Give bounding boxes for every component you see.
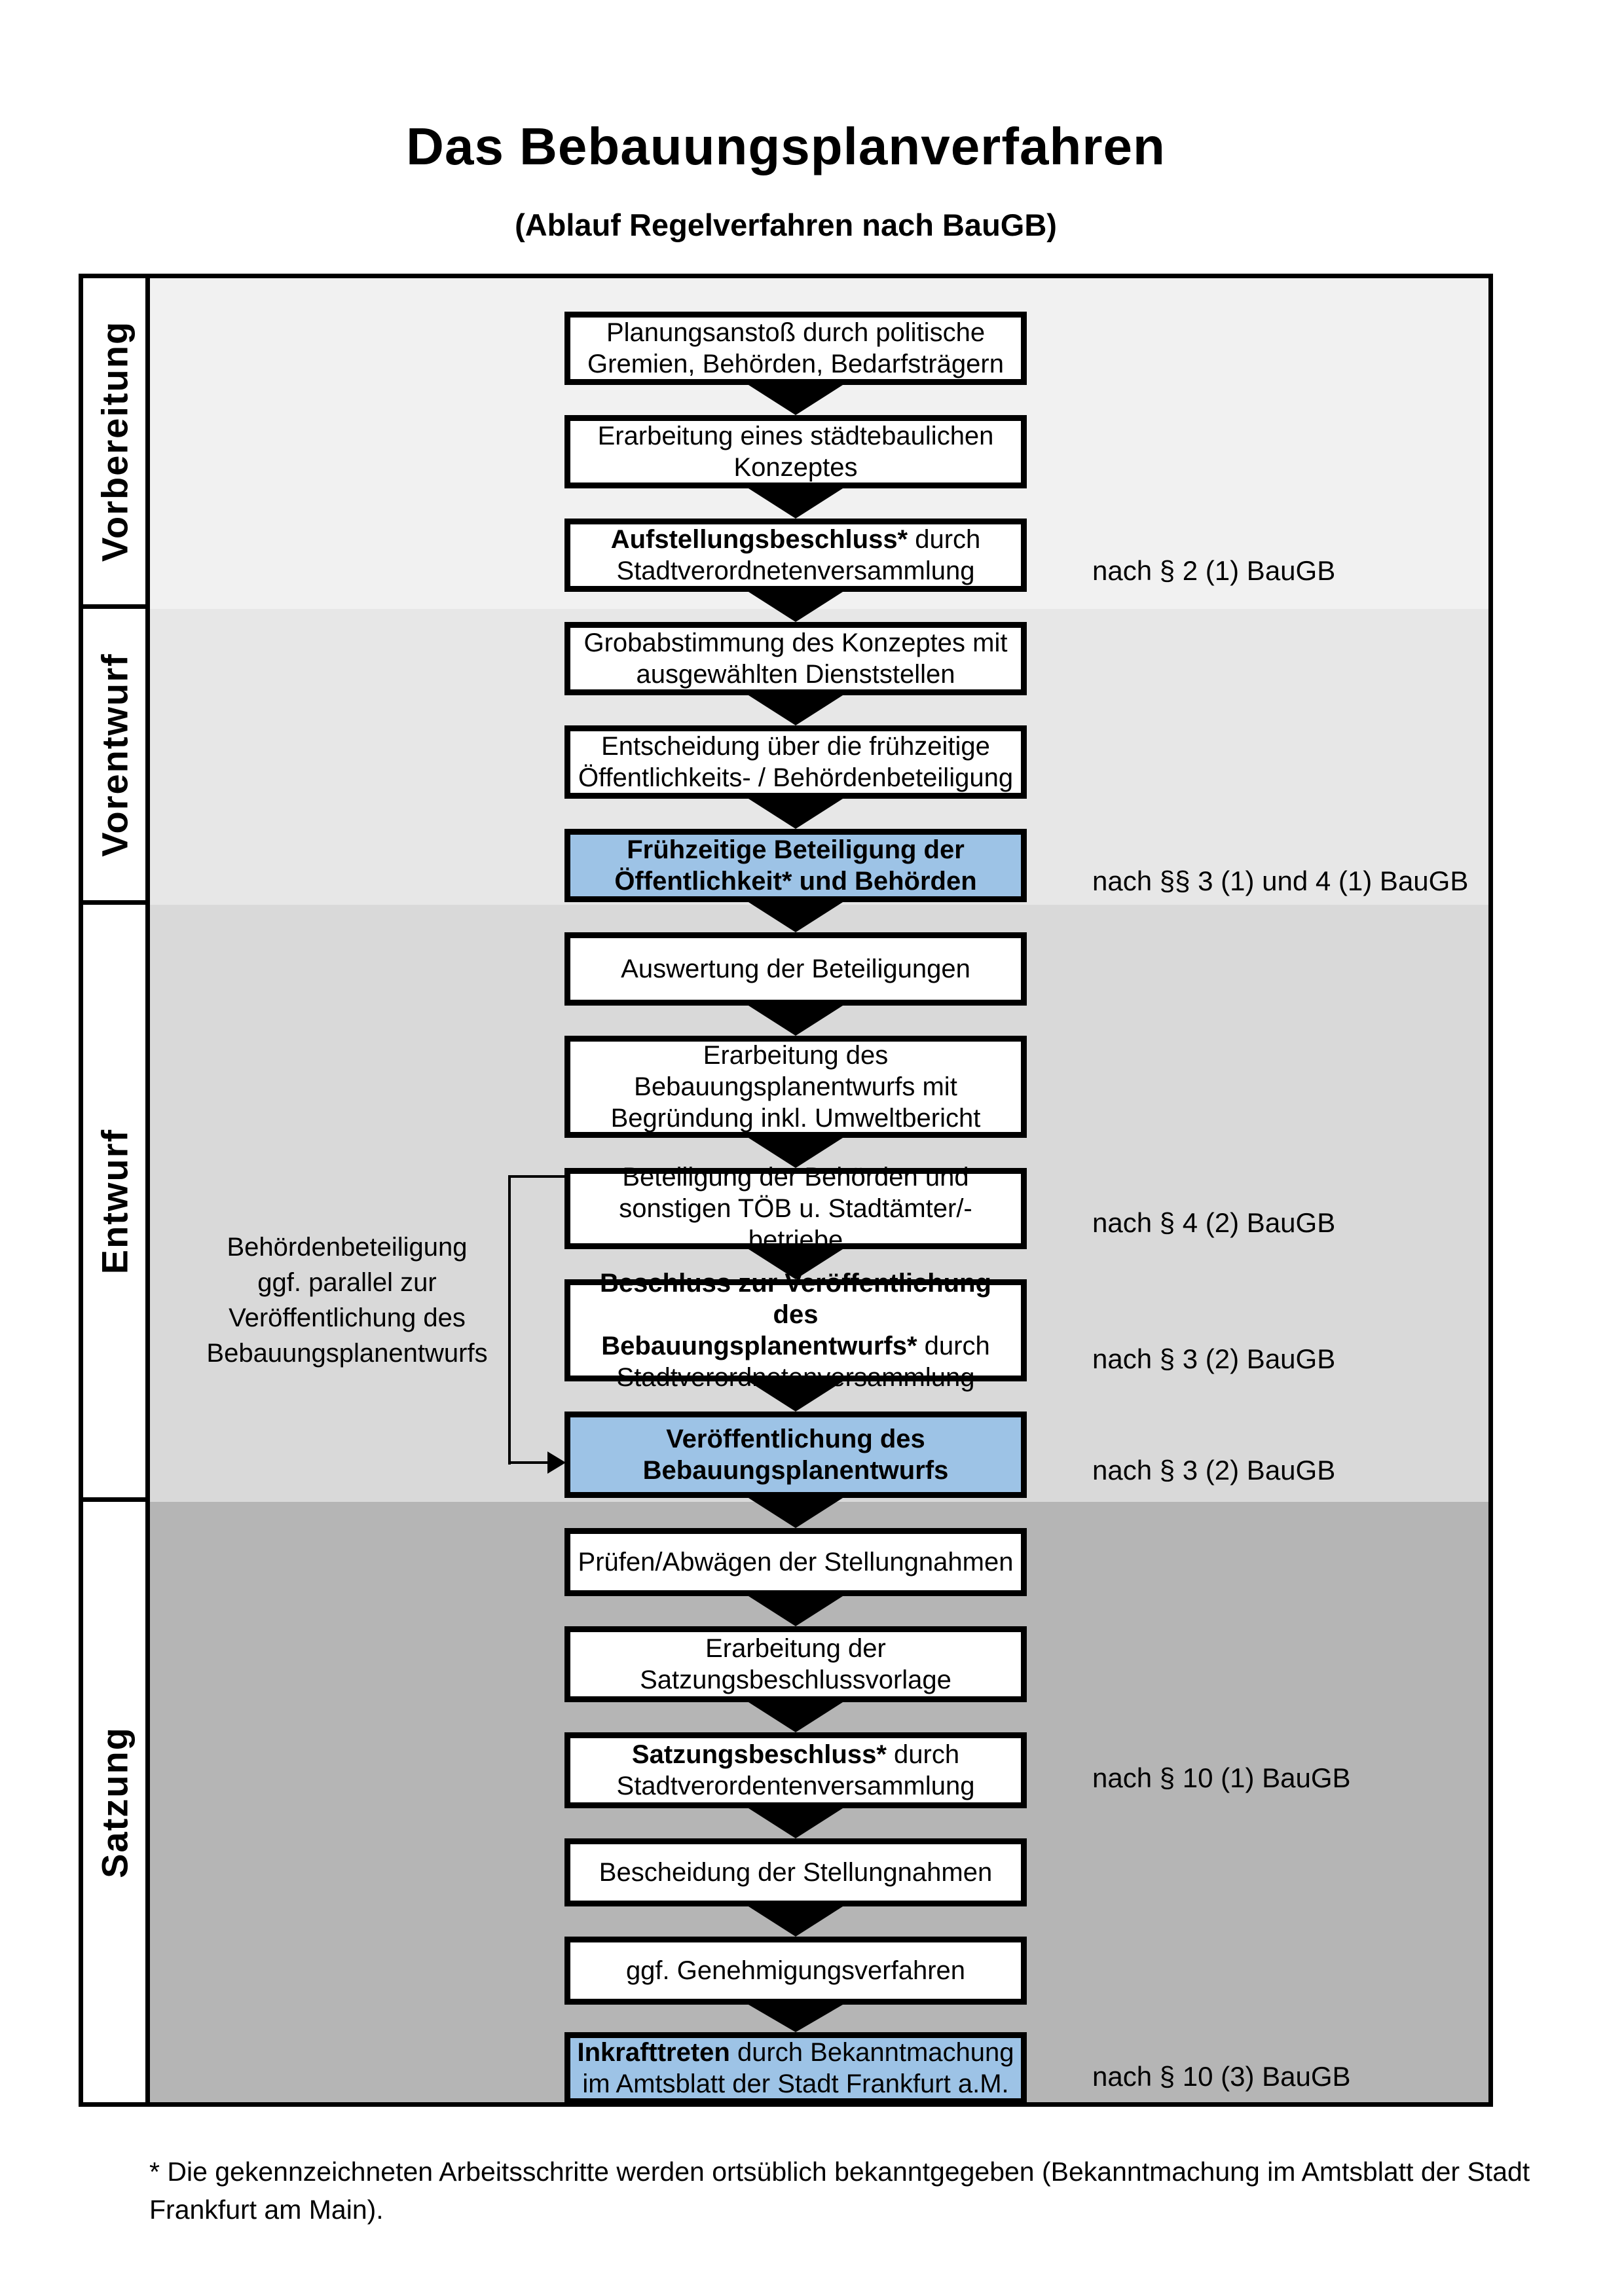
flow-box-line: Grobabstimmung des Konzeptes mit	[583, 629, 1008, 657]
parallel-note-line: Veröffentlichung des	[229, 1303, 466, 1332]
flow-box-line: Inkrafttreten durch Bekanntmachung	[577, 2038, 1014, 2067]
flow-box-line: Bebauungsplanentwurfs mit	[634, 1072, 957, 1101]
parallel-note-line: Behördenbeteiligung	[227, 1233, 468, 1262]
legal-reference: nach §§ 3 (1) und 4 (1) BauGB	[1092, 866, 1469, 896]
flow-box-line: Öffentlichkeits- / Behördenbeteiligung	[578, 763, 1014, 792]
legal-reference: nach § 3 (2) BauGB	[1092, 1455, 1336, 1485]
arrow-down-icon	[748, 1381, 843, 1412]
flow-box-15: Bescheidung der Stellungnahmen	[564, 1838, 1027, 1906]
flow-box-line: Beschluss zur Veröffentlichung des	[600, 1269, 991, 1329]
flow-box-line: Bebauungsplanentwurfs* durch	[601, 1332, 990, 1360]
flow-box-line: Stadtverordnetenversammlung	[616, 556, 975, 585]
arrow-down-icon	[748, 1006, 843, 1036]
flow-box-line: Aufstellungsbeschluss* durch	[610, 525, 981, 554]
sidebar-label: Satzung	[94, 1726, 135, 1878]
phase-sidebar: Vorbereitung Vorentwurf Entwurf Satzung	[83, 278, 150, 2102]
arrow-down-icon	[748, 592, 843, 622]
arrow-down-icon	[748, 1498, 843, 1528]
flow-box-line: Erarbeitung eines städtebaulichen	[597, 422, 994, 450]
footnote: * Die gekennzeichneten Arbeitsschritte w…	[149, 2153, 1544, 2229]
flow-box-line: Prüfen/Abwägen der Stellungnahmen	[578, 1548, 1014, 1576]
parallel-connector-vertical	[508, 1175, 511, 1465]
arrow-down-icon	[748, 1906, 843, 1937]
flow-box-line: Satzungsbeschluss* durch	[631, 1740, 960, 1769]
parallel-connector-bottom	[508, 1461, 549, 1464]
flow-box-line: Frühzeitige Beteiligung der	[627, 835, 965, 864]
flow-box-line: Entscheidung über die frühzeitige	[601, 732, 990, 761]
flow-box-12: Prüfen/Abwägen der Stellungnahmen	[564, 1528, 1027, 1596]
footnote-line: Frankfurt am Main).	[149, 2195, 384, 2225]
sidebar-label: Entwurf	[94, 1128, 135, 1274]
legal-reference: nach § 10 (1) BauGB	[1092, 1762, 1351, 1793]
flow-box-line: Satzungsbeschlussvorlage	[640, 1666, 951, 1694]
arrow-down-icon	[748, 1596, 843, 1626]
sidebar-section-satzung: Satzung	[83, 1502, 145, 2102]
arrow-down-icon	[748, 695, 843, 725]
arrow-down-icon	[748, 1808, 843, 1838]
flow-box-line: Begründung inkl. Umweltbericht	[610, 1104, 981, 1133]
arrow-down-icon	[748, 1138, 843, 1168]
flow-box-line: Erarbeitung des	[703, 1041, 889, 1070]
page-subtitle: (Ablauf Regelverfahren nach BauGB)	[515, 208, 1057, 242]
arrow-down-icon	[748, 385, 843, 415]
arrow-right-icon	[547, 1451, 566, 1474]
parallel-connector-top	[508, 1175, 564, 1178]
legal-reference: nach § 3 (2) BauGB	[1092, 1343, 1336, 1374]
flow-box-line: Gremien, Behörden, Bedarfsträgern	[587, 350, 1004, 378]
sidebar-section-vorentwurf: Vorentwurf	[83, 609, 145, 905]
footnote-line: * Die gekennzeichneten Arbeitsschritte w…	[149, 2157, 1530, 2187]
flow-box-line: Öffentlichkeit* und Behörden	[614, 867, 977, 896]
sidebar-label: Vorentwurf	[94, 652, 135, 857]
flow-box-line: im Amtsblatt der Stadt Frankfurt a.M.	[582, 2069, 1009, 2098]
flow-box-line: Bescheidung der Stellungnahmen	[599, 1858, 993, 1887]
legal-reference: nach § 2 (1) BauGB	[1092, 555, 1336, 586]
arrow-down-icon	[748, 1249, 843, 1279]
sidebar-label: Vorbereitung	[94, 320, 135, 562]
page-title: Das Bebauungsplanverfahren	[406, 117, 1166, 175]
parallel-note-line: Bebauungsplanentwurfs	[206, 1339, 488, 1368]
arrow-down-icon	[748, 2005, 843, 2032]
parallel-note: Behördenbeteiligung ggf. parallel zur Ve…	[190, 1230, 504, 1371]
arrow-down-icon	[748, 902, 843, 932]
flow-box-line: Planungsanstoß durch politische	[606, 318, 986, 347]
flow-box-line: Konzeptes	[733, 453, 858, 482]
legal-reference: nach § 4 (2) BauGB	[1092, 1207, 1336, 1238]
flow-box-line: sonstigen TÖB u. Stadtämter/-betriebe	[619, 1194, 972, 1254]
flow-box-line: Erarbeitung der	[705, 1634, 886, 1663]
flow-box-line: Bebauungsplanentwurfs	[642, 1456, 949, 1485]
sidebar-section-entwurf: Entwurf	[83, 905, 145, 1502]
flow-box-line: ggf. Genehmigungsverfahren	[625, 1956, 966, 1985]
flow-box-4: Grobabstimmung des Konzeptes mit ausgewäh…	[564, 622, 1027, 695]
flow-box-line: Stadtverordentenversammlung	[616, 1772, 975, 1800]
flow-box-line: Beteiligung der Behörden und	[622, 1163, 969, 1192]
legal-reference: nach § 10 (3) BauGB	[1092, 2061, 1351, 2092]
flow-box-7: Auswertung der Beteiligungen	[564, 932, 1027, 1006]
flow-box-16: ggf. Genehmigungsverfahren	[564, 1937, 1027, 2005]
arrow-down-icon	[748, 1702, 843, 1732]
sidebar-section-vorbereitung: Vorbereitung	[83, 278, 145, 609]
flow-box-line: ausgewählten Dienststellen	[636, 660, 955, 689]
parallel-note-line: ggf. parallel zur	[257, 1268, 437, 1297]
flow-box-line: Veröffentlichung des	[666, 1425, 925, 1453]
arrow-down-icon	[748, 799, 843, 829]
flow-box-line: Auswertung der Beteiligungen	[621, 955, 970, 983]
arrow-down-icon	[748, 488, 843, 519]
